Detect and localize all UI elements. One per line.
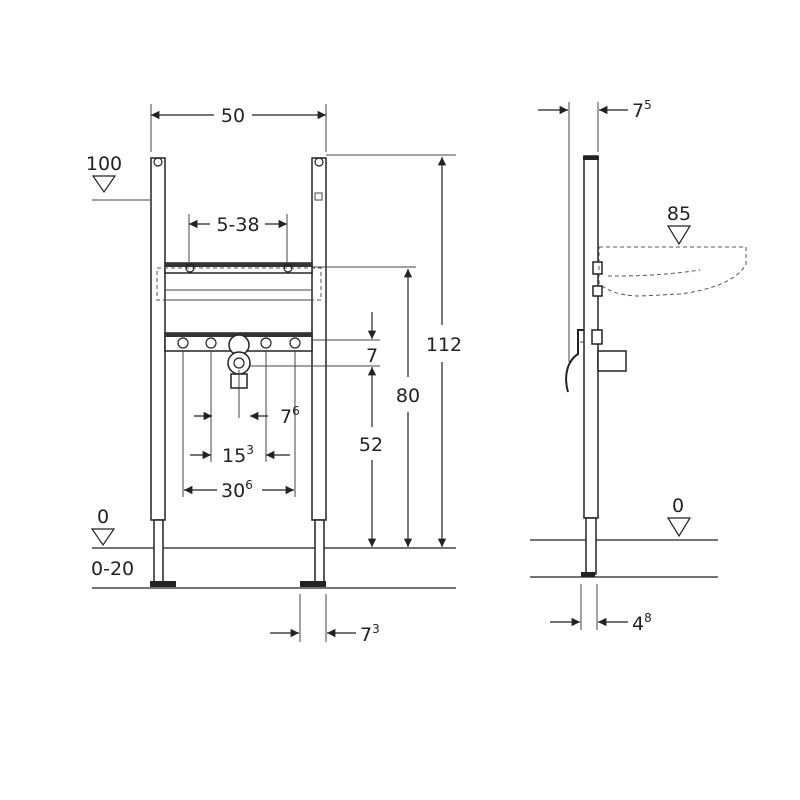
column-cap bbox=[583, 156, 599, 160]
connection-hole bbox=[289, 337, 301, 349]
connection-holes bbox=[177, 337, 301, 349]
dim-48-label: 48 bbox=[632, 611, 652, 635]
dim-112-label: 112 bbox=[426, 334, 462, 356]
rail-bolt-left-icon bbox=[185, 263, 195, 273]
dim-52-label: 52 bbox=[359, 434, 383, 456]
frame-leg-right bbox=[311, 157, 327, 521]
siphon-pipe bbox=[565, 329, 584, 393]
front-view: 50 5-38 100 0 0-20 112 80 7 52 bbox=[86, 104, 462, 646]
dim-80-label: 80 bbox=[396, 385, 420, 407]
mounting-rail-top bbox=[165, 263, 312, 267]
foot-left bbox=[153, 519, 164, 583]
foot-right bbox=[314, 519, 325, 583]
dim-306-label: 306 bbox=[221, 478, 253, 502]
side-bracket-middle bbox=[592, 285, 603, 297]
level-floor-triangle-icon bbox=[90, 528, 116, 547]
side-bracket-lower bbox=[591, 329, 603, 345]
frame-marker bbox=[314, 192, 323, 201]
level-sink-triangle-icon bbox=[666, 225, 692, 246]
foot-plate-left bbox=[150, 581, 176, 587]
level-floor-side-triangle-icon bbox=[666, 517, 692, 538]
dim-rail-range-label: 5-38 bbox=[216, 214, 259, 236]
connection-hole bbox=[205, 337, 217, 349]
foot-plate-side bbox=[581, 572, 595, 577]
foot-plate-right bbox=[300, 581, 326, 587]
dim-75-label: 75 bbox=[632, 98, 652, 122]
level-top-label: 100 bbox=[86, 153, 122, 175]
level-floor-label: 0 bbox=[97, 506, 109, 528]
frame-leg-left bbox=[150, 157, 166, 521]
drain-outlet-inner bbox=[233, 357, 245, 369]
drain-connector-side bbox=[597, 350, 627, 372]
foot-side bbox=[585, 517, 597, 575]
connection-hole bbox=[177, 337, 189, 349]
washbasin-inner bbox=[607, 269, 701, 277]
dim-width-label: 50 bbox=[221, 105, 245, 127]
dim-153-label: 153 bbox=[222, 443, 254, 467]
level-floor-side-label: 0 bbox=[672, 495, 684, 517]
dim-outlet-gap-label: 7 bbox=[366, 345, 378, 367]
anchor-left-icon bbox=[153, 157, 163, 167]
dim-76-label: 76 bbox=[280, 404, 300, 428]
anchor-right-icon bbox=[314, 157, 324, 167]
level-sink-label: 85 bbox=[667, 203, 691, 225]
dim-73-label: 73 bbox=[360, 622, 380, 646]
floor-range-label: 0-20 bbox=[91, 558, 134, 580]
connection-hole bbox=[260, 337, 272, 349]
washbasin-outline bbox=[598, 246, 747, 297]
rail-bolt-right-icon bbox=[283, 263, 293, 273]
side-bracket-upper bbox=[592, 261, 603, 275]
side-view: 75 85 0 48 bbox=[530, 98, 747, 635]
level-top-triangle-icon bbox=[91, 175, 117, 194]
